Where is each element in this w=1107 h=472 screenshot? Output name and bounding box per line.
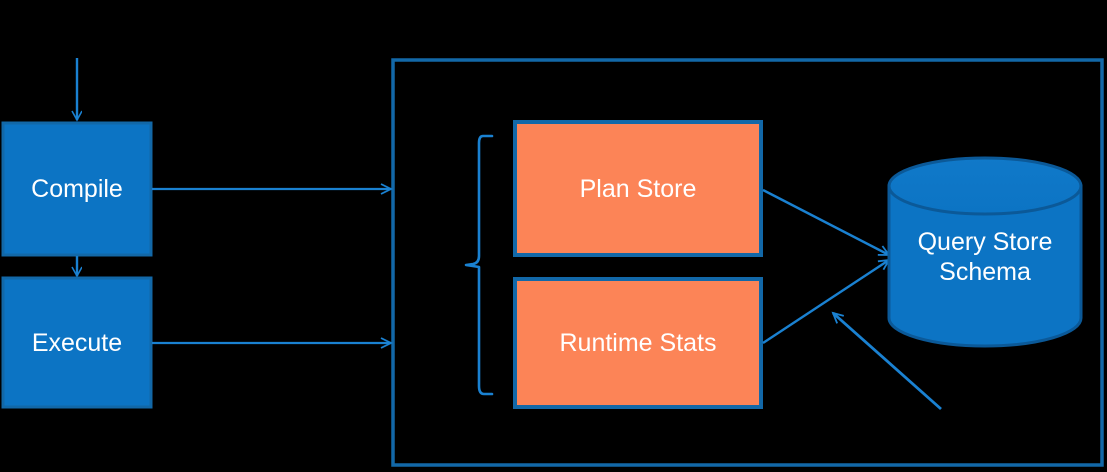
runtime-stats-box[interactable] [513, 277, 763, 409]
query-store-schema-cylinder[interactable] [887, 156, 1083, 348]
execute-box[interactable] [1, 276, 153, 409]
connector-runtime-stats-to-schema [762, 258, 891, 345]
compile-box[interactable] [1, 121, 153, 257]
grouping-brace [464, 134, 494, 396]
connector-external-to-schema [831, 311, 942, 411]
connector-plan-store-to-schema [762, 188, 891, 257]
plan-store-box[interactable] [513, 120, 763, 257]
query-store-container [391, 58, 1104, 467]
